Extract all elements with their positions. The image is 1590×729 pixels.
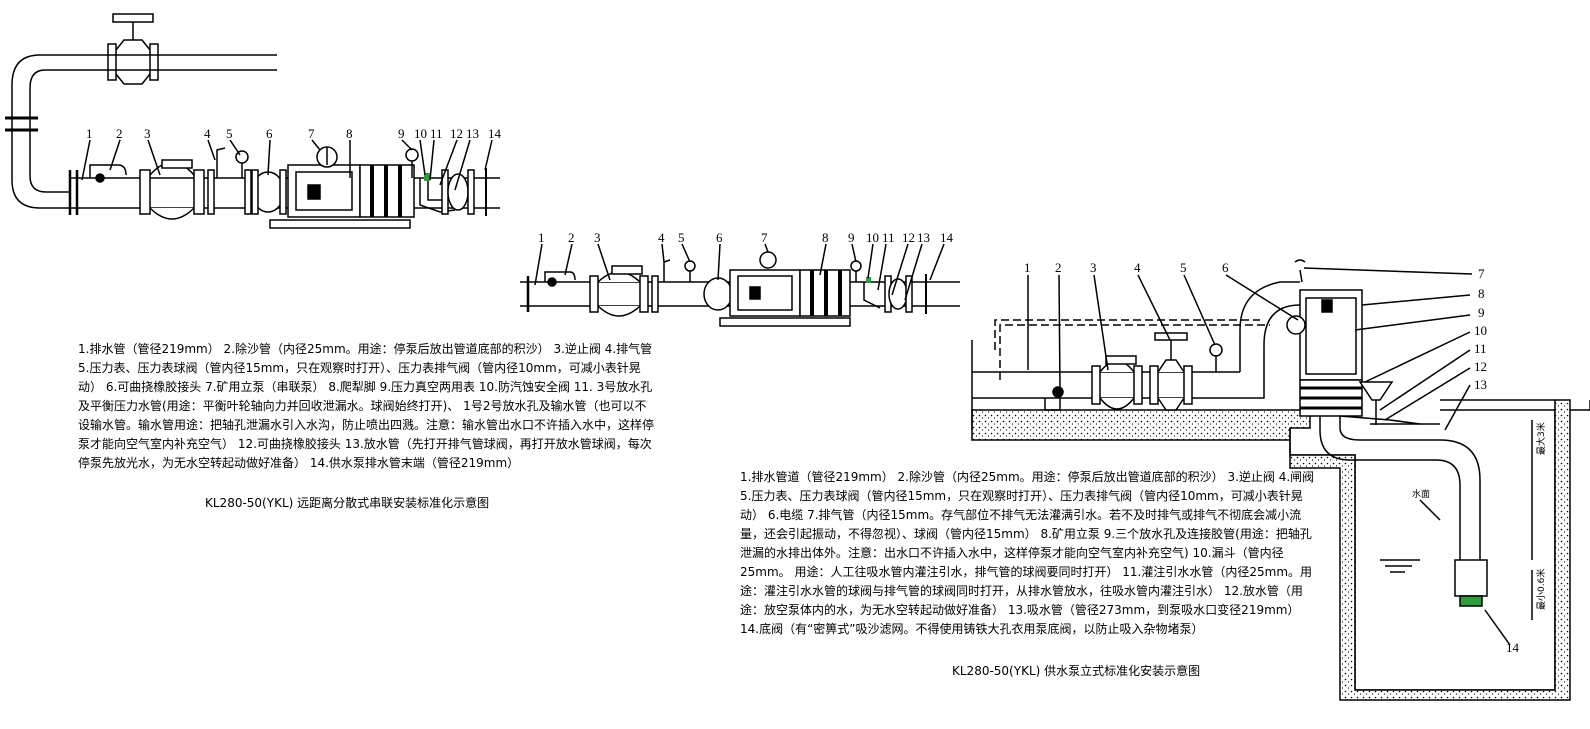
d3-num-3: 3: [594, 230, 601, 245]
d3-num-13: 13: [917, 230, 930, 245]
d2-num-3: 3: [1090, 260, 1097, 275]
d2-num-1: 1: [1024, 260, 1031, 275]
d2-num-8: 8: [1478, 286, 1485, 301]
d2-num-11: 11: [1474, 341, 1487, 356]
d3-num-7: 7: [761, 230, 768, 245]
drawing2-schematic: [971, 259, 1590, 701]
d1-num-6: 6: [266, 126, 273, 141]
d2-num-5: 5: [1180, 260, 1187, 275]
d3-num-14: 14: [940, 230, 954, 245]
d3-num-2: 2: [568, 230, 575, 245]
d1-num-13: 13: [466, 126, 479, 141]
d2-num-9: 9: [1478, 305, 1485, 320]
depth-max-label: 最大3米: [1535, 422, 1547, 455]
d1-num-12: 12: [450, 126, 463, 141]
d2-num-10: 10: [1474, 323, 1487, 338]
d2-num-7: 7: [1478, 266, 1485, 281]
d3-num-6: 6: [716, 230, 723, 245]
d2-num-6: 6: [1222, 260, 1229, 275]
d3-num-10: 10: [866, 230, 879, 245]
drawing2-numbers: 1 2 3 4 5 6 7 8 9 10 11 12 13 14 水面 最大3米…: [1024, 260, 1547, 655]
d1-num-5: 5: [226, 126, 233, 141]
d3-num-9: 9: [848, 230, 855, 245]
drawing3-numbers: 1 2 3 4 5 6 7 8 9 10 11 12 13 14: [538, 230, 954, 245]
drawing1-schematic: [5, 13, 500, 229]
d3-num-11: 11: [882, 230, 895, 245]
d1-num-9: 9: [398, 126, 405, 141]
d1-num-14: 14: [488, 126, 502, 141]
d1-num-8: 8: [346, 126, 353, 141]
water-surface-label: 水面: [1412, 488, 1430, 500]
drawing2-legend: 1.排水管道（管径219mm） 2.除沙管（内径25mm。用途：停泵后放出管道底…: [740, 470, 1315, 636]
d1-num-10: 10: [414, 126, 427, 141]
d3-num-1: 1: [538, 230, 545, 245]
d1-num-4: 4: [204, 126, 211, 141]
drawing1-caption: KL280-50(YKL) 远距离分散式串联安装标准化示意图: [205, 496, 490, 510]
d1-num-3: 3: [144, 126, 151, 141]
d1-num-1: 1: [86, 126, 93, 141]
d3-num-12: 12: [902, 230, 915, 245]
drawing2-caption: KL280-50(YKL) 供水泵立式标准化安装示意图: [952, 664, 1201, 678]
d2-num-13: 13: [1474, 377, 1487, 392]
d1-num-11: 11: [430, 126, 443, 141]
d2-num-2: 2: [1055, 260, 1062, 275]
drawing1-legend: 1.排水管（管径219mm） 2.除沙管（内径25mm。用途：停泵后放出管道底部…: [78, 342, 655, 470]
d1-num-7: 7: [308, 126, 315, 141]
d2-num-4: 4: [1134, 260, 1141, 275]
depth-min-label: 最小0.6米: [1535, 569, 1547, 610]
d3-num-4: 4: [658, 230, 665, 245]
drawing1-numbers: 1 2 3 4 5 6 7 8 9 10 11 12 13 14: [86, 126, 502, 141]
d3-num-8: 8: [822, 230, 829, 245]
d1-num-2: 2: [116, 126, 123, 141]
drawing3-schematic: [520, 243, 960, 327]
d2-num-14: 14: [1506, 640, 1520, 655]
d3-num-5: 5: [678, 230, 685, 245]
d2-num-12: 12: [1474, 359, 1487, 374]
